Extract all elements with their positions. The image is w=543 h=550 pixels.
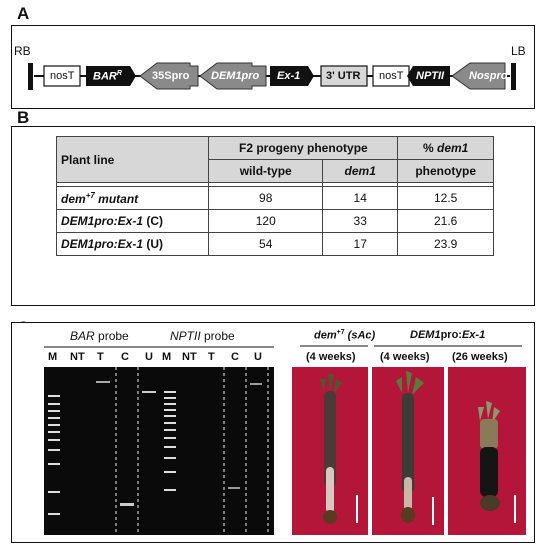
scale-bar (514, 495, 516, 523)
table-row: DEM1pro:Ex-1 (C) 120 33 21.6 (55, 209, 494, 233)
photo1-age: (4 weeks) (306, 351, 356, 363)
photo2-age: (4 weeks) (380, 351, 430, 363)
row-wt: 98 (208, 186, 324, 210)
bar-gene-label: BARR (93, 70, 122, 83)
bar-probe-title: BAR probe (70, 329, 129, 343)
nost-left-label: nosT (50, 70, 75, 82)
row-dem1: 33 (322, 209, 399, 233)
lb-label: LB (511, 44, 526, 58)
lane-label: M (48, 351, 58, 363)
photo3-age: (26 weeks) (452, 351, 508, 363)
segregation-table: Plant line F2 progeny phenotype % dem1 w… (55, 136, 494, 256)
row-dem1: 14 (322, 186, 399, 210)
panel-b: Plant line F2 progeny phenotype % dem1 w… (11, 126, 535, 306)
panel-a: RB LB nosT BARR 35Spro DEM1pro Ex-1 3' U… (11, 25, 535, 109)
nptii-blot-image (160, 367, 274, 535)
lane-label: NT (182, 351, 197, 363)
header-dem1: dem1 (322, 159, 399, 183)
row-wt: 120 (208, 209, 324, 233)
seedling-photo-dem1pro-26wk (448, 367, 526, 535)
scale-bar (356, 495, 358, 523)
photo-group2-title: DEM1pro:Ex-1 (410, 329, 486, 341)
row-pct: 12.5 (397, 186, 494, 210)
lane-label: T (208, 351, 215, 363)
header-plant-line: Plant line (55, 136, 210, 183)
seedling-illustration (478, 401, 500, 511)
nptii-probe-title: NPTII probe (170, 329, 235, 343)
construct-diagram (28, 62, 516, 90)
photo-group2-rule (374, 345, 522, 347)
panel-c: BAR probe M NT T C U NPTII probe M NT T (11, 322, 535, 543)
seedling-photo-dem7 (292, 367, 368, 535)
seedling-illustration (396, 371, 424, 523)
photo-group1-rule (300, 345, 368, 347)
nptii-gene-label: NPTII (416, 70, 445, 82)
bar-probe-rule (44, 346, 172, 348)
header-phenotype: phenotype (397, 159, 494, 183)
35spro-label: 35Spro (152, 70, 190, 82)
row-line-name: dem+7 mutant (55, 186, 210, 210)
header-wild-type: wild-type (208, 159, 324, 183)
lane-label: NT (70, 351, 85, 363)
panel-b-label: B (17, 108, 30, 127)
table-header-row: Plant line F2 progeny phenotype % dem1 (55, 136, 494, 183)
nptii-probe-rule (160, 346, 274, 348)
header-pct: % dem1 (397, 136, 494, 160)
row-wt: 54 (208, 232, 324, 256)
seedling-illustration (320, 373, 342, 524)
lane-label: U (254, 351, 262, 363)
header-f2-phenotype: F2 progeny phenotype (208, 136, 399, 160)
dem1pro-label: DEM1pro (211, 70, 260, 82)
row-line-name: DEM1pro:Ex-1 (C) (55, 209, 210, 233)
photo-group1-title: dem+7 (sAc) (314, 329, 376, 342)
row-pct: 23.9 (397, 232, 494, 256)
lane-label: M (162, 351, 172, 363)
seedling-photo-dem1pro-4wk (372, 367, 444, 535)
scale-bar (432, 497, 434, 525)
rb-label: RB (14, 44, 31, 58)
table-subheader-row: wild-type dem1 phenotype (57, 159, 494, 183)
utr-label: 3' UTR (326, 70, 361, 82)
row-dem1: 17 (322, 232, 399, 256)
lane-label: C (231, 351, 239, 363)
lane-label: U (145, 351, 153, 363)
table-row: DEM1pro:Ex-1 (U) 54 17 23.9 (55, 232, 494, 256)
table-row: dem+7 mutant 98 14 12.5 (55, 186, 494, 210)
ex1-label: Ex-1 (277, 70, 301, 82)
nost-right-label: nosT (379, 70, 404, 82)
lane-label: C (121, 351, 129, 363)
row-line-name: DEM1pro:Ex-1 (U) (55, 232, 210, 256)
nospro-label: Nospro (469, 70, 508, 82)
panel-a-label: A (17, 4, 30, 23)
bar-blot-image (44, 367, 174, 535)
row-pct: 21.6 (397, 209, 494, 233)
lane-label: T (97, 351, 104, 363)
